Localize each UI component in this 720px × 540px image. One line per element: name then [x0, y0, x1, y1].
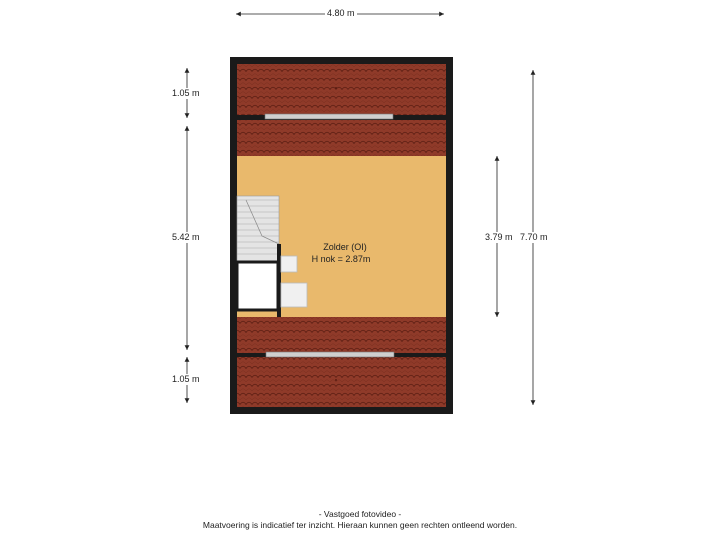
dim-label-left-middle: 5.42 m [170, 232, 202, 243]
skylight-1 [280, 255, 298, 273]
roof-tiles-top-outer [237, 64, 446, 115]
dim-label-right-inner: 3.79 m [483, 232, 515, 243]
dim-label-left-top: 1.05 m [170, 88, 202, 99]
roof-tiles-top-inner [237, 120, 446, 156]
footer-credit: - Vastgoed fotovideo - [318, 509, 402, 519]
roof-window-bottom [265, 351, 395, 358]
room-label: Zolder (OI) H nok = 2.87m [300, 241, 390, 265]
dim-label-left-bottom: 1.05 m [170, 374, 202, 385]
roof-tiles-bottom-outer [237, 357, 446, 407]
footer-disclaimer: Maatvoering is indicatief ter inzicht. H… [202, 520, 518, 530]
room-height: H nok = 2.87m [311, 254, 371, 264]
dim-label-right-outer: 7.70 m [518, 232, 550, 243]
footer: - Vastgoed fotovideo - Maatvoering is in… [0, 509, 720, 531]
dim-label-top-width: 4.80 m [325, 8, 357, 19]
staircase [235, 195, 281, 317]
roof-tiles-bottom-inner [237, 317, 446, 353]
roof-window-top [264, 113, 394, 120]
skylight-2 [280, 282, 308, 308]
room-name: Zolder (OI) [323, 242, 367, 252]
